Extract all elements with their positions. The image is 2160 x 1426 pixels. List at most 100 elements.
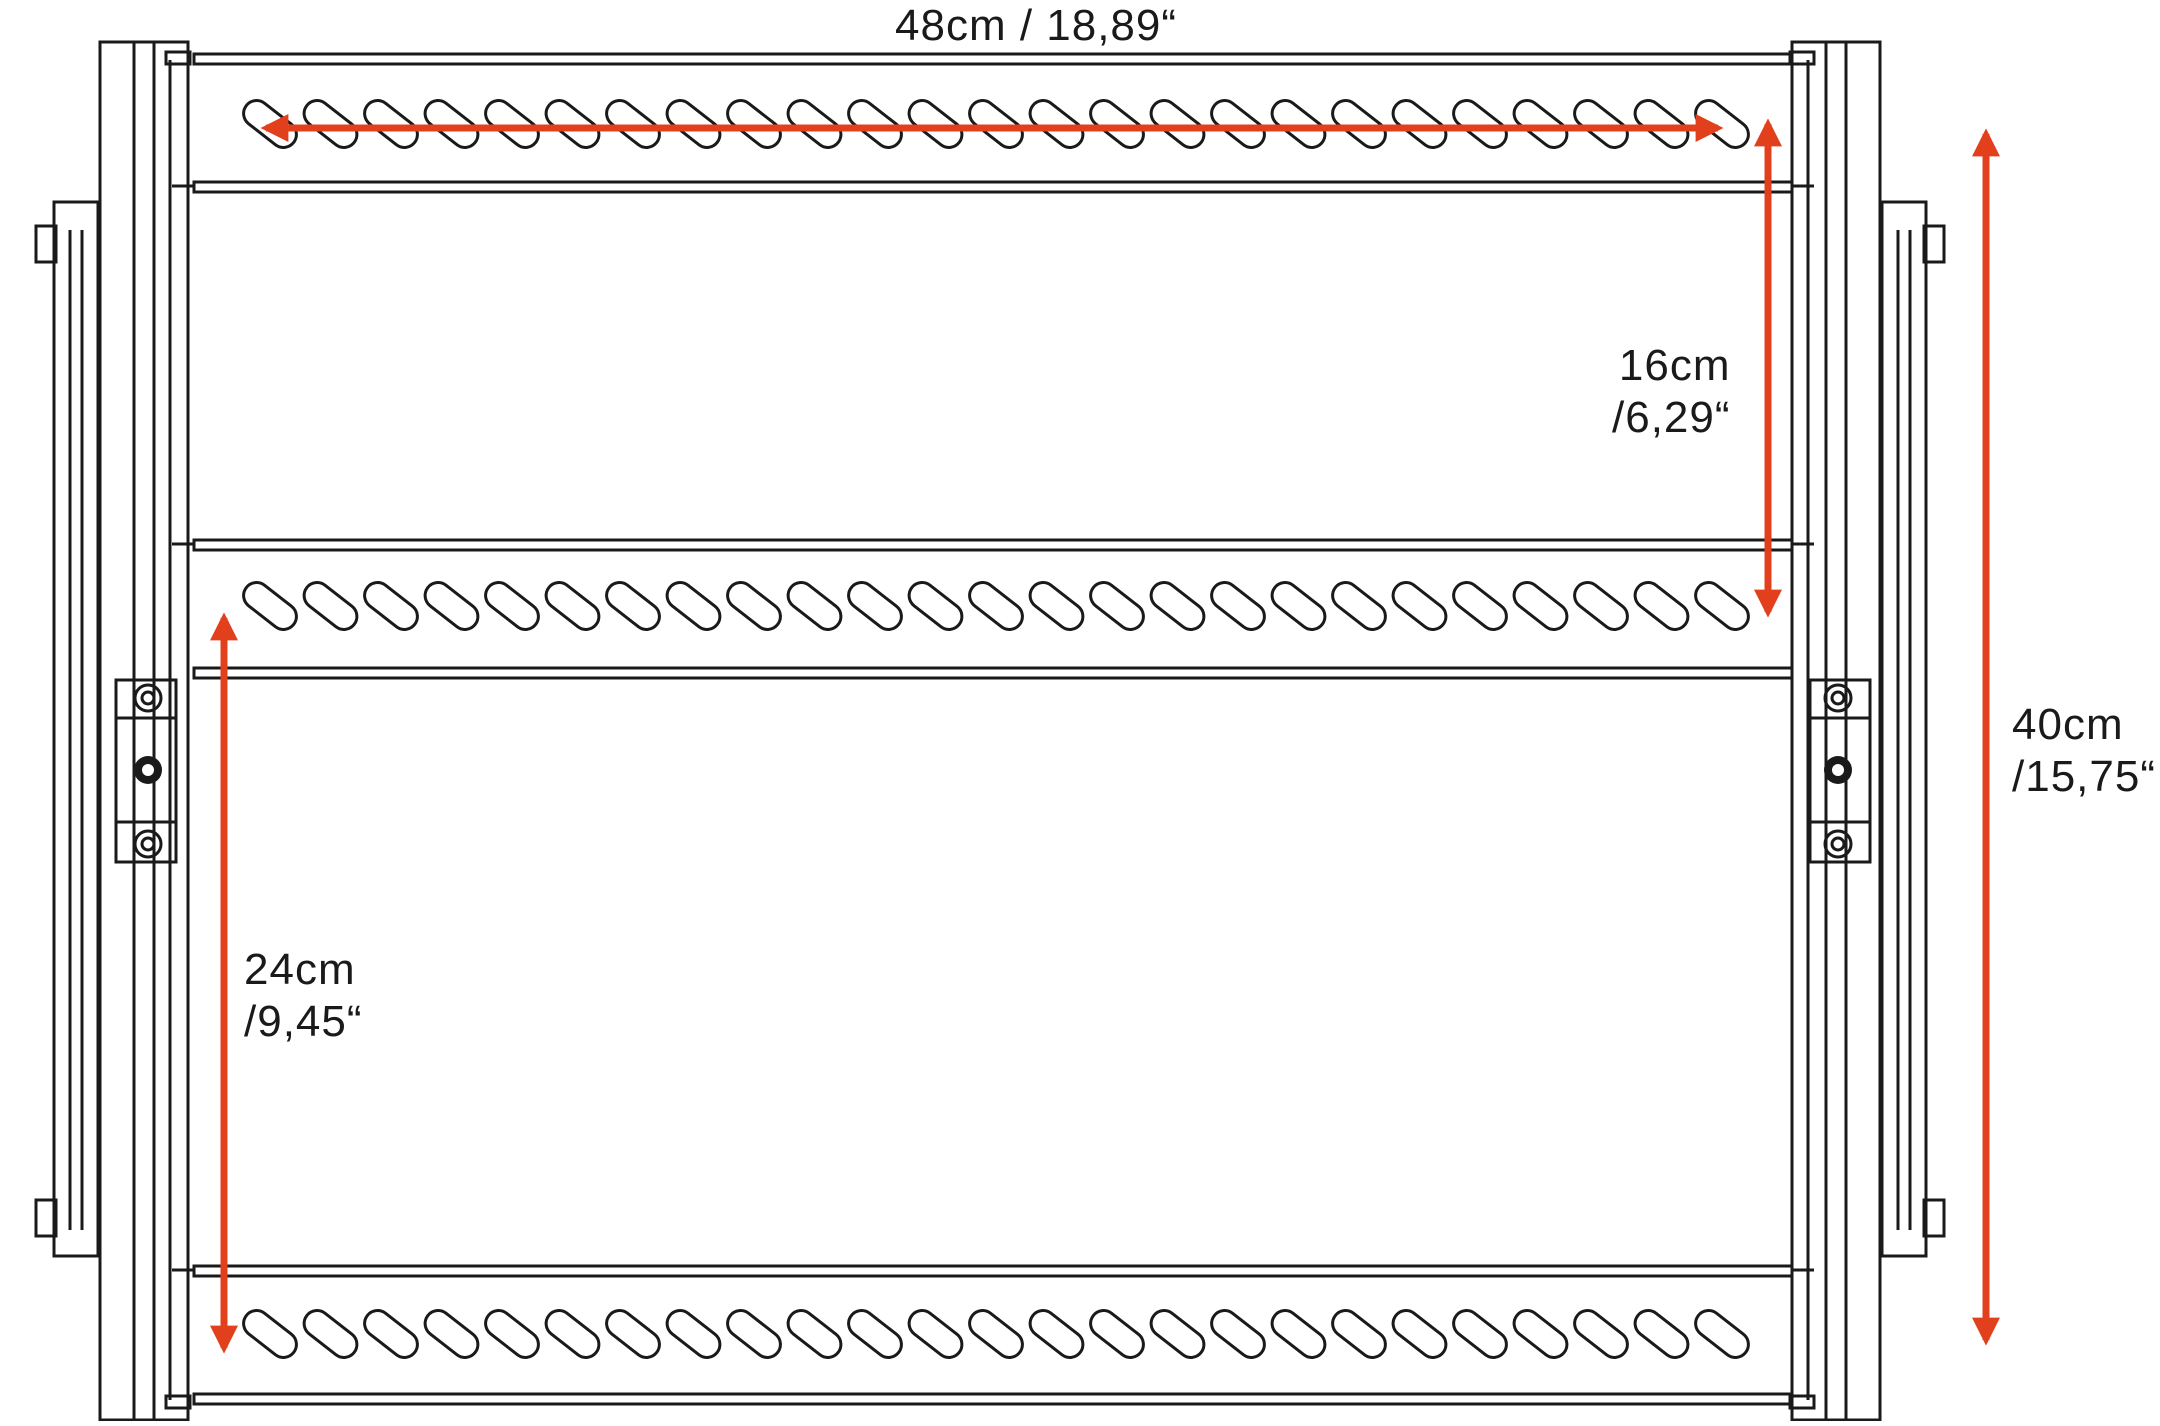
right-upright	[1788, 40, 1882, 1422]
slot	[1452, 1309, 1508, 1359]
slot	[968, 99, 1024, 149]
slot	[302, 581, 359, 631]
slot-row-top	[242, 99, 1750, 149]
slot	[544, 99, 601, 149]
height-dimension-label: 40cm /15,75“	[2012, 699, 2156, 803]
slot	[1149, 99, 1206, 149]
slot	[363, 1309, 419, 1359]
slot	[1452, 99, 1508, 149]
left-clamp	[114, 678, 178, 864]
slot	[242, 1309, 298, 1359]
slot	[1089, 99, 1145, 149]
slot	[847, 99, 903, 149]
height-imperial: /15,75“	[2012, 752, 2156, 801]
slot	[1633, 99, 1690, 149]
bottom-spacing-dimension-label: 24cm /9,45“	[244, 944, 363, 1048]
slot	[665, 99, 722, 149]
slot	[363, 581, 419, 631]
width-dimension-label: 48cm / 18,89“	[895, 0, 1177, 52]
slot	[907, 581, 964, 631]
slot	[605, 1309, 661, 1359]
rails	[172, 52, 1814, 1406]
slot	[665, 1309, 722, 1359]
slot	[907, 1309, 964, 1359]
slot	[605, 581, 661, 631]
slot	[423, 99, 480, 149]
slot	[726, 581, 782, 631]
slot	[726, 1309, 782, 1359]
slot	[1270, 99, 1327, 149]
slot	[242, 99, 298, 149]
clamp-bolts	[134, 756, 1852, 784]
slot	[1028, 581, 1085, 631]
slot	[1694, 581, 1750, 631]
slot	[1210, 1309, 1266, 1359]
slot	[1270, 1309, 1327, 1359]
slot	[665, 581, 722, 631]
bottom-spacing-imperial: /9,45“	[244, 997, 363, 1046]
top-spacing-imperial: /6,29“	[1612, 393, 1731, 442]
height-metric: 40cm	[2012, 700, 2124, 749]
slot	[847, 581, 903, 631]
slot	[1028, 99, 1085, 149]
slot-row-bottom	[242, 1309, 1750, 1359]
slot	[1089, 581, 1145, 631]
slot	[1210, 581, 1266, 631]
slot	[1270, 581, 1327, 631]
slot	[544, 581, 601, 631]
slot	[1391, 1309, 1448, 1359]
slot	[423, 1309, 480, 1359]
left-side-bracket	[34, 200, 100, 1258]
right-side-bracket	[1880, 200, 1946, 1258]
slot	[1331, 581, 1387, 631]
slot	[1028, 1309, 1085, 1359]
slot	[302, 1309, 359, 1359]
slot	[1210, 99, 1266, 149]
frame	[34, 40, 1946, 1422]
slot	[484, 99, 540, 149]
slot-row-middle	[242, 581, 1750, 631]
slot	[1694, 1309, 1750, 1359]
slot	[423, 581, 480, 631]
slot	[847, 1309, 903, 1359]
slot	[907, 99, 964, 149]
slot	[484, 581, 540, 631]
slot	[786, 581, 843, 631]
slot	[1573, 581, 1629, 631]
slot	[968, 1309, 1024, 1359]
slot	[1149, 581, 1206, 631]
slot	[1149, 1309, 1206, 1359]
top-spacing-metric: 16cm	[1618, 341, 1731, 390]
slot	[1512, 99, 1569, 149]
slot	[1391, 99, 1448, 149]
dimension-arrows	[210, 114, 2000, 1354]
width-dimension-text: 48cm / 18,89“	[895, 1, 1178, 50]
slot	[1331, 99, 1387, 149]
slot	[968, 581, 1024, 631]
slot	[605, 99, 661, 149]
slot	[242, 581, 298, 631]
slot	[786, 1309, 843, 1359]
slot	[726, 99, 782, 149]
slot-rows	[242, 99, 1750, 1359]
slot	[1573, 1309, 1629, 1359]
slot	[1633, 581, 1690, 631]
right-clamp	[1808, 678, 1872, 864]
slot	[1633, 1309, 1690, 1359]
slot	[786, 99, 843, 149]
slot	[363, 99, 419, 149]
slot	[1694, 99, 1750, 149]
left-upright	[98, 40, 192, 1422]
slot	[302, 99, 359, 149]
slot	[1512, 581, 1569, 631]
top-spacing-dimension-label: 16cm /6,29“	[1612, 340, 1731, 444]
slot	[1391, 581, 1448, 631]
slot	[1512, 1309, 1569, 1359]
slot	[1331, 1309, 1387, 1359]
slot	[1452, 581, 1508, 631]
slot	[1573, 99, 1629, 149]
slot	[544, 1309, 601, 1359]
slot	[1089, 1309, 1145, 1359]
